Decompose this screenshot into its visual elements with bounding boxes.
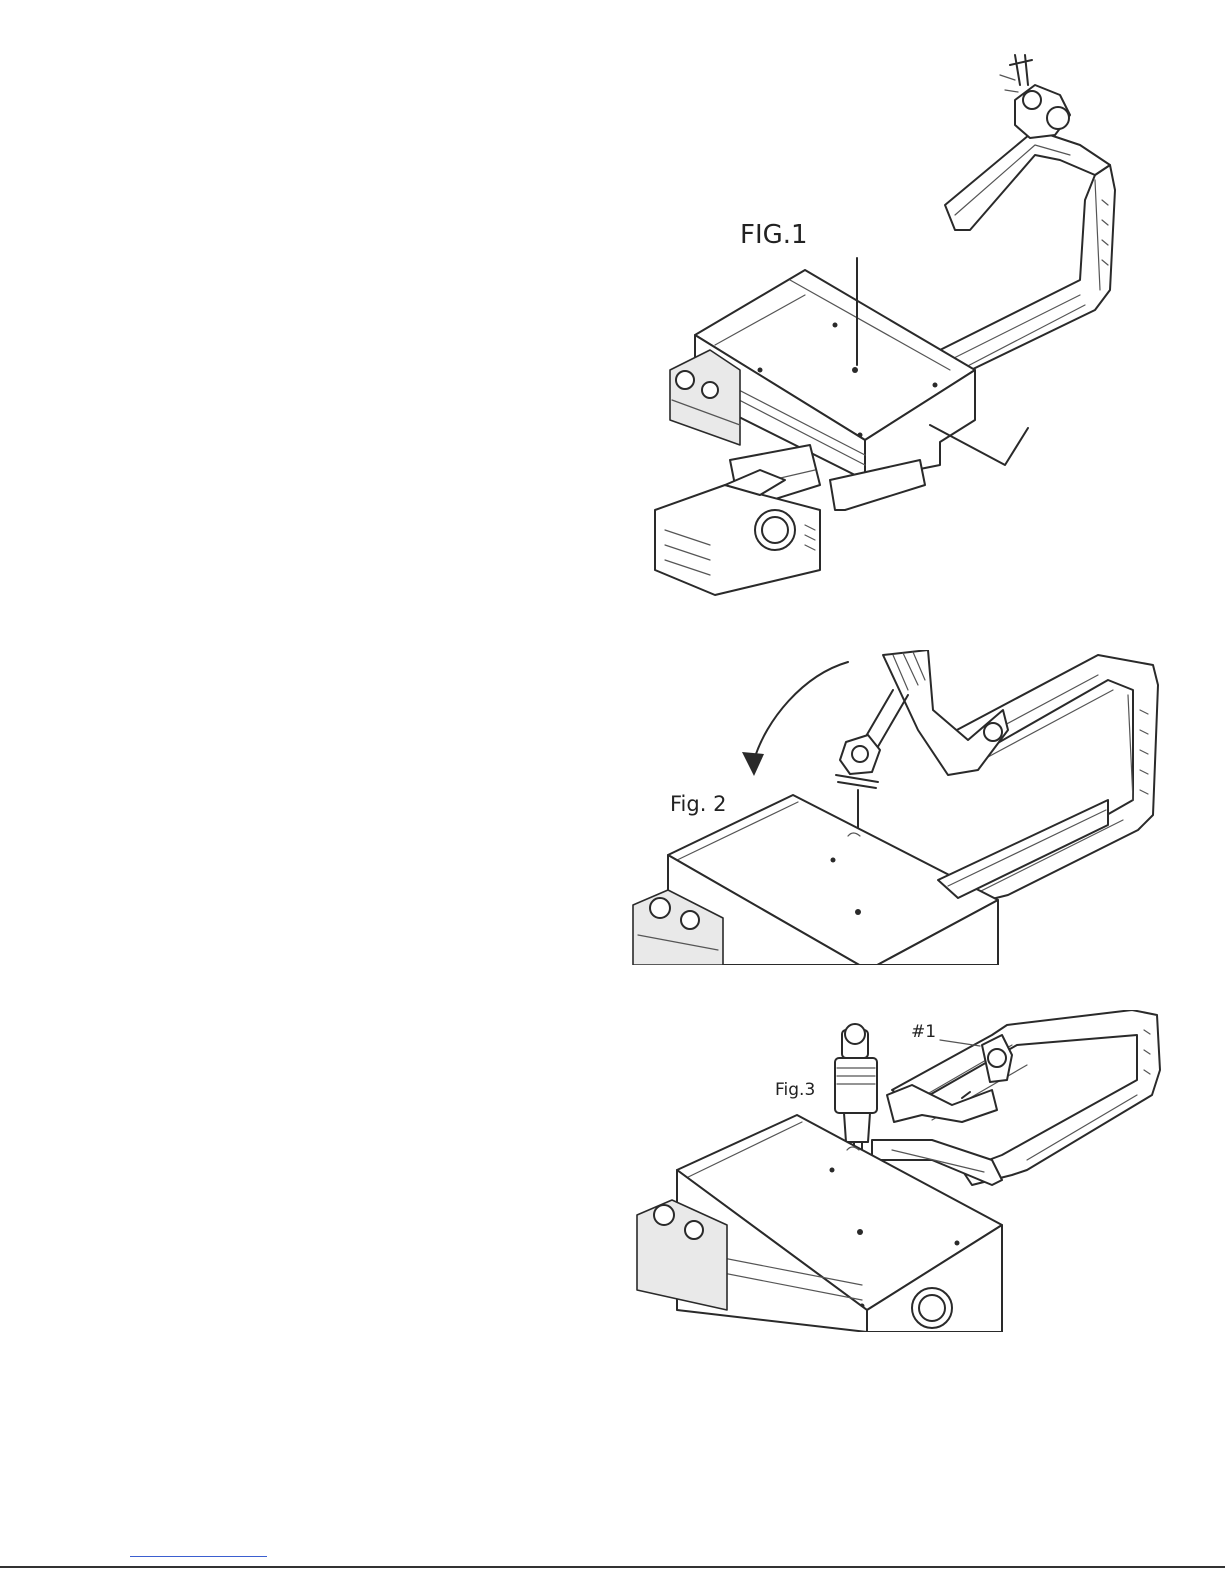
figure-3-tension-knob: Fig.3 #1 [632, 1010, 1212, 1332]
page-bottom-rule [0, 1566, 1225, 1568]
figure-1-label: FIG.1 [740, 220, 808, 250]
figure-2-label: Fig. 2 [670, 792, 726, 816]
figure-1-illustration [640, 40, 1220, 600]
part-1-callout: #1 [911, 1022, 936, 1042]
figure-2-lower-arm: Fig. 2 [628, 650, 1208, 965]
figure-3-label: Fig.3 [775, 1080, 815, 1100]
footnote-separator [130, 1556, 267, 1557]
figure-3-illustration [632, 1010, 1212, 1332]
figure-1-exploded-saw: FIG.1 [640, 40, 1220, 600]
